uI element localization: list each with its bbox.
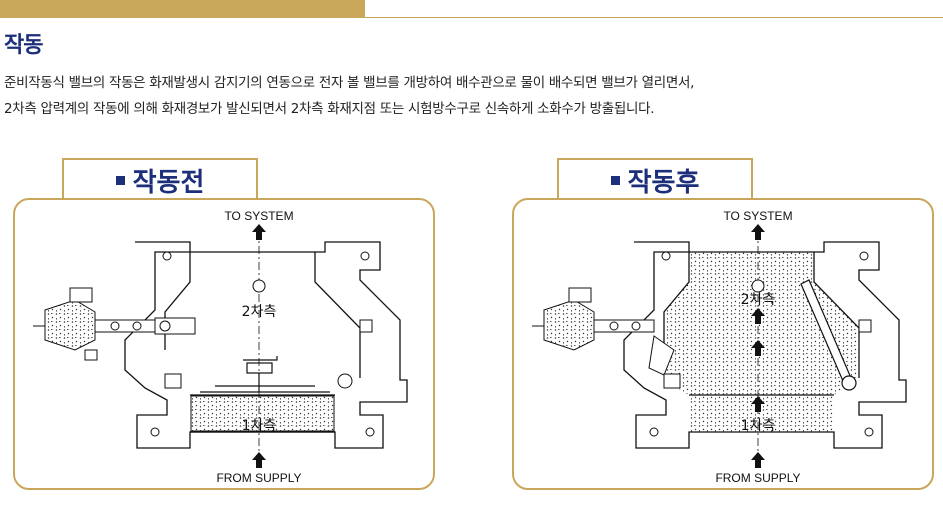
system-port-circle bbox=[252, 279, 266, 293]
actuator-assembly bbox=[532, 287, 675, 376]
panel-label-after-text: 작동후 bbox=[627, 167, 700, 198]
valve-body-outline bbox=[623, 241, 907, 449]
flow-arrows bbox=[252, 224, 266, 468]
panel-label-before: 작동전 bbox=[62, 158, 258, 200]
panel-label-before-text: 작동전 bbox=[132, 167, 205, 198]
valve-diagram-before: TO SYSTEM FROM SUPPLY 2차측 1차측 bbox=[33, 209, 408, 485]
secondary-side-label: 2차측 bbox=[242, 304, 277, 320]
description-line-1: 준비작동식 밸브의 작동은 화재발생시 감지기의 연동으로 전자 볼 밸브를 개… bbox=[4, 75, 695, 91]
to-system-label: TO SYSTEM bbox=[224, 209, 293, 223]
primary-water-chamber bbox=[190, 395, 335, 432]
flange-bolts bbox=[150, 251, 375, 437]
diagram-panel-after: TO SYSTEM FROM SUPPLY 2차측 1차측 bbox=[512, 198, 934, 490]
diagram-panel-before: TO SYSTEM FROM SUPPLY 2차측 1차측 bbox=[13, 198, 435, 490]
arrow-up-icon bbox=[751, 396, 765, 412]
panel-label-after: 작동후 bbox=[557, 158, 753, 200]
drain-handle bbox=[164, 319, 373, 389]
top-accent-line bbox=[365, 17, 943, 18]
description: 준비작동식 밸브의 작동은 화재발생시 감지기의 연동으로 전자 볼 밸브를 개… bbox=[4, 70, 939, 122]
to-system-label: TO SYSTEM bbox=[723, 209, 792, 223]
bullet-square-icon bbox=[115, 175, 125, 185]
valve-body-outline bbox=[124, 241, 408, 449]
top-accent-bar bbox=[0, 0, 943, 20]
drain-handle bbox=[663, 319, 872, 389]
flange-bolts bbox=[649, 251, 874, 437]
actuator-assembly bbox=[33, 287, 196, 361]
arrow-up-icon bbox=[252, 224, 266, 240]
arrow-up-icon bbox=[751, 224, 765, 240]
from-supply-label: FROM SUPPLY bbox=[715, 471, 800, 485]
arrow-up-icon bbox=[751, 340, 765, 356]
primary-side-label: 1차측 bbox=[242, 418, 277, 434]
bullet-square-icon bbox=[610, 175, 620, 185]
page-title: 작동 bbox=[4, 33, 43, 58]
arrow-up-icon bbox=[751, 452, 765, 468]
description-line-2: 2차측 압력계의 작동에 의해 화재경보가 발신되면서 2차측 화재지점 또는 … bbox=[4, 101, 655, 117]
valve-diagram-after: TO SYSTEM FROM SUPPLY 2차측 1차측 bbox=[532, 209, 907, 485]
clapper-assembly bbox=[200, 356, 330, 393]
clapper-open bbox=[800, 279, 857, 391]
primary-side-label: 1차측 bbox=[741, 418, 776, 434]
arrow-up-icon bbox=[751, 308, 765, 324]
top-accent-block bbox=[0, 0, 365, 18]
system-port-circle bbox=[751, 279, 765, 293]
arrow-up-icon bbox=[252, 452, 266, 468]
secondary-side-label: 2차측 bbox=[741, 292, 776, 308]
from-supply-label: FROM SUPPLY bbox=[216, 471, 301, 485]
flow-arrows bbox=[751, 224, 765, 468]
